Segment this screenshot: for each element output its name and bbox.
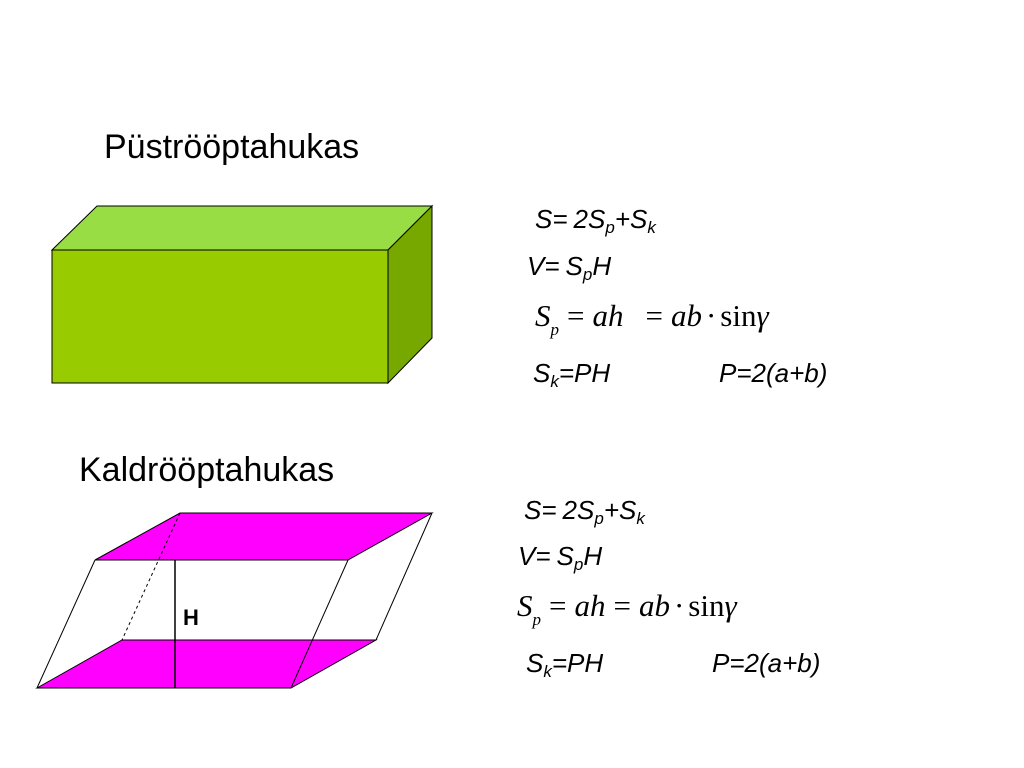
oblique-prism-edge-back-right (375, 512, 433, 641)
upright-surface-formula: S=2Sp+Sk (535, 204, 656, 237)
upright-lateral-formula: Sk=PH (533, 358, 611, 391)
oblique-volume-formula: V=SpH (518, 541, 603, 574)
upright-base-area-formula: Sp=ah=ab·sinγ (535, 298, 769, 339)
upright-prism-front-face (51, 249, 389, 384)
oblique-base-area-formula: Sp=ah=ab·sinγ (517, 588, 737, 629)
oblique-prism-edge-front-right (290, 559, 349, 689)
oblique-lateral-formula: Sk=PH (526, 648, 604, 681)
upright-perimeter-formula: P=2(a+b) (719, 358, 828, 388)
oblique-prism-top-base (94, 512, 434, 561)
oblique-prism-height-label: H (183, 605, 199, 630)
oblique-prism-hidden-edge (121, 512, 181, 641)
upright-prism-title: Püströöptahukas (104, 128, 360, 166)
oblique-prism-title: Kaldrööptahukas (79, 451, 335, 489)
oblique-prism-edge-left (36, 559, 96, 689)
oblique-surface-formula: S=2Sp+Sk (524, 495, 645, 528)
oblique-prism-bottom-base (35, 639, 378, 689)
oblique-perimeter-formula: P=2(a+b) (712, 648, 821, 678)
upright-volume-formula: V=SpH (527, 251, 612, 284)
